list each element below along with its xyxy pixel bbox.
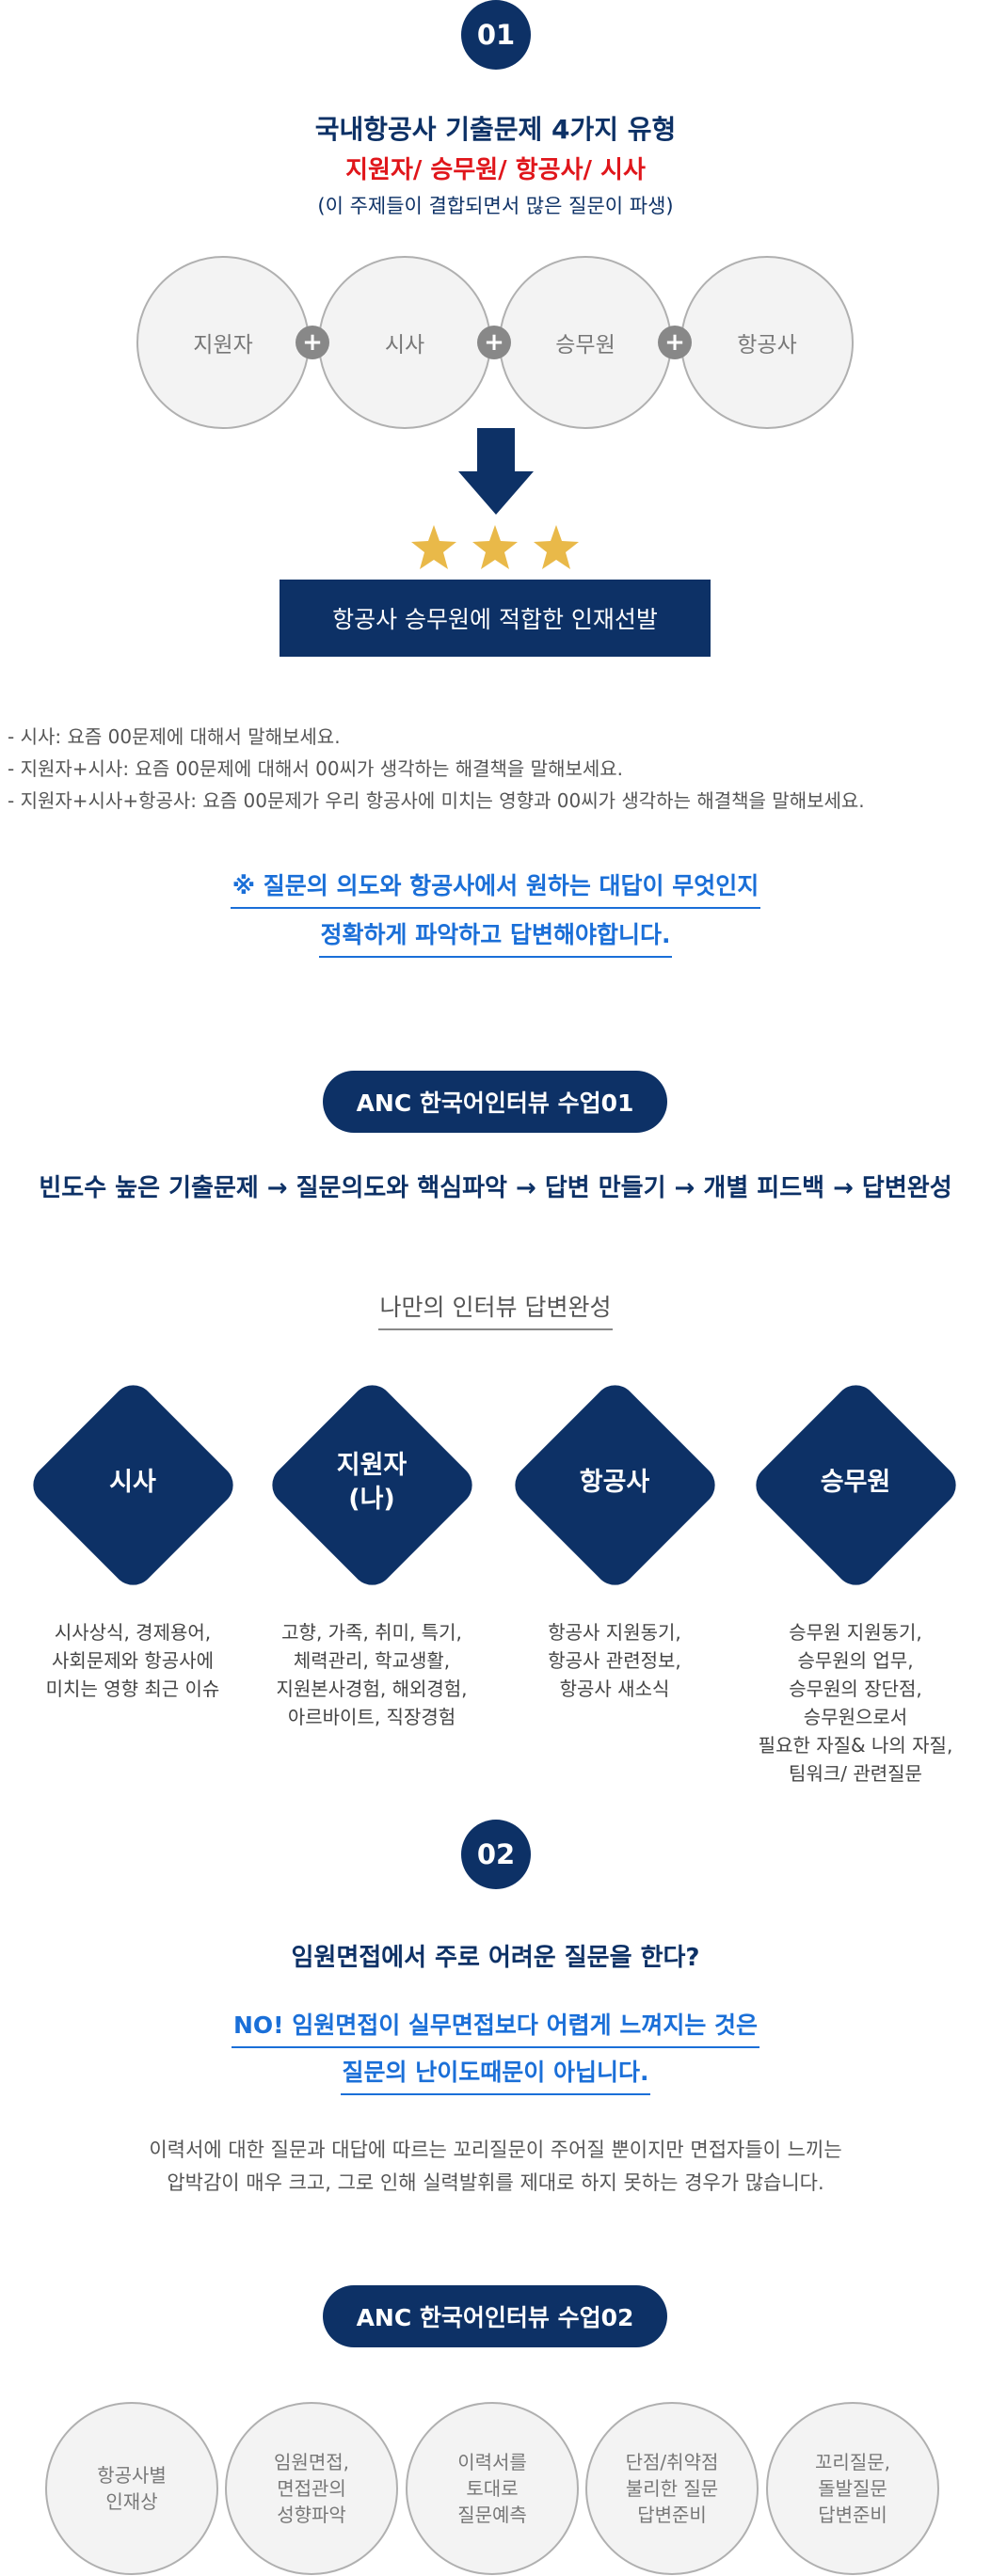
result-banner: 항공사 승무원에 적합한 인재선발: [280, 580, 711, 657]
plus-icon: +: [296, 326, 329, 359]
class-pill: ANC 한국어인터뷰 수업01: [323, 1071, 667, 1133]
class-subheading: 나만의 인터뷰 답변완성: [0, 1289, 991, 1330]
star-icon: [472, 525, 518, 569]
arrow-down-icon: [458, 428, 534, 515]
list-item: - 시사: 요즘 00문제에 대해서 말해보세요.: [8, 725, 341, 748]
emphasis-line: 정확하게 파악하고 답변해야합니다.: [0, 916, 991, 958]
answer-line: 질문의 난이도때문이 아닙니다.: [0, 2054, 991, 2095]
plus-icon: +: [658, 326, 692, 359]
section-number-badge: 01: [461, 0, 531, 70]
topic-circle-airline: 항공사: [680, 256, 854, 429]
section-question: 임원면접에서 주로 어려운 질문을 한다?: [291, 1944, 700, 1972]
class-flow: 빈도수 높은 기출문제 → 질문의도와 핵심파악 → 답변 만들기 → 개별 피…: [39, 1174, 952, 1202]
diamond-description: 승무원 지원동기, 승무원의 업무, 승무원의 장단점, 승무원으로서 필요한 …: [758, 1621, 953, 1785]
list-item: - 지원자+시사: 요즘 00문제에 대해서 00씨가 생각하는 해결책을 말해…: [8, 757, 624, 780]
section-note: (이 주제들이 결합되면서 많은 질문이 파생): [317, 195, 674, 217]
plus-icon: +: [477, 326, 511, 359]
class-pill: ANC 한국어인터뷰 수업02: [323, 2285, 667, 2347]
topic-circle-crew: 승무원: [499, 256, 672, 429]
diamond-label: 시사: [109, 1468, 156, 1497]
emphasis-line: ※ 질문의 의도와 항공사에서 원하는 대답이 무엇인지: [0, 867, 991, 909]
section-subtitle: 지원자/ 승무원/ 항공사/ 시사: [345, 156, 646, 184]
section-title: 국내항공사 기출문제 4가지 유형: [314, 114, 677, 145]
list-item: - 지원자+시사+항공사: 요즘 00문제가 우리 항공사에 미치는 영향과 0…: [8, 789, 865, 812]
diamond-description: 항공사 지원동기, 항공사 관련정보, 항공사 새소식: [548, 1621, 681, 1700]
diamond-label: 항공사: [579, 1468, 650, 1497]
section-explanation: 이력서에 대한 질문과 대답에 따르는 꼬리질문이 주어질 뿐이지만 면접자들이…: [149, 2139, 842, 2194]
section-number-badge: 02: [461, 1820, 531, 1889]
answer-line: NO! 임원면접이 실무면접보다 어렵게 느껴지는 것은: [0, 2007, 991, 2048]
diamond-label: 승무원: [820, 1468, 891, 1497]
diamond-description: 시사상식, 경제용어, 사회문제와 항공사에 미치는 영향 최근 이슈: [45, 1621, 220, 1700]
diamond-description: 고향, 가족, 취미, 특기, 체력관리, 학교생활, 지원본사경험, 해외경험…: [276, 1621, 468, 1728]
topic-circle-current-affairs: 시사: [318, 256, 491, 429]
star-icon: [411, 525, 456, 569]
diamond-label: 지원자 (나): [336, 1451, 408, 1514]
star-icon: [534, 525, 579, 569]
topic-circle-applicant: 지원자: [136, 256, 310, 429]
example-question-list: - 시사: 요즘 00문제에 대해서 말해보세요. - 지원자+시사: 요즘 0…: [8, 721, 865, 817]
